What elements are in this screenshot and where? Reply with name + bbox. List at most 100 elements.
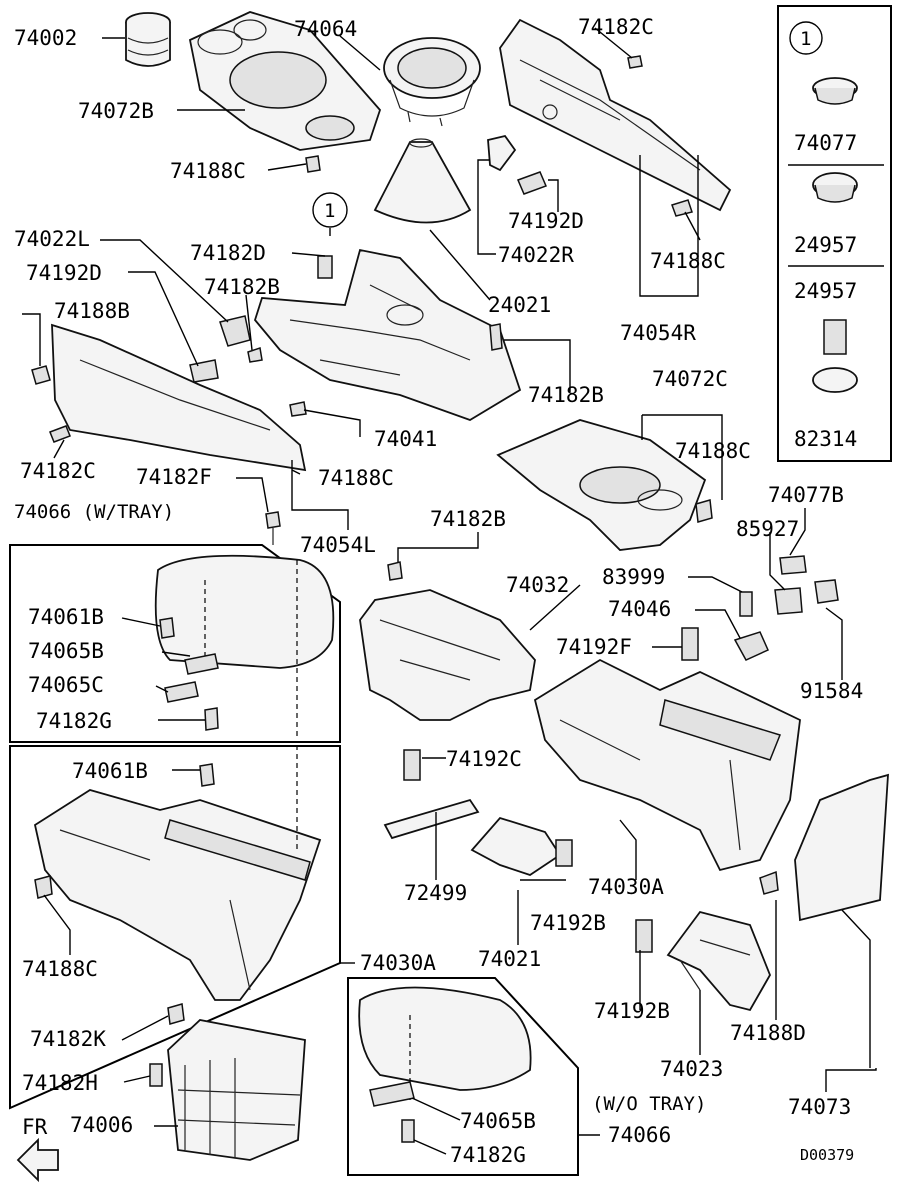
screw-74182k [167,1003,185,1025]
rear-panel-74073 [794,773,889,922]
bracket-74021 [470,816,562,876]
lens-74077b [779,555,807,575]
label-74072b: 74072B [78,99,154,123]
front-arrow-icon [16,1137,59,1183]
rear-cup-panel [496,419,707,551]
label-74182b-b: 74182B [528,383,604,407]
label-74032: 74032 [506,573,569,597]
bracket-74022r [487,134,517,172]
console-body-right [533,658,801,872]
bolt-74192f [681,627,699,661]
bolt-74182d [317,255,333,279]
label-74192b-a: 74192B [530,911,606,935]
rail-72499 [383,798,480,840]
label-74188d: 74188D [730,1021,806,1045]
clip-74188d [759,870,779,895]
center-bracket [253,248,522,421]
label-74073: 74073 [788,1095,851,1119]
label-83999: 83999 [602,565,665,589]
label-74006: 74006 [70,1113,133,1137]
label-74182b-c: 74182B [430,507,506,531]
box-console-left [9,745,341,1110]
label-74182k: 74182K [30,1027,106,1051]
label-74182g-a: 74182G [36,709,112,733]
lamp-83999 [739,591,753,617]
label-74188c-c: 74188C [675,439,751,463]
label-74188c-a: 74188C [170,159,246,183]
bolt-74192b-a [555,839,573,867]
shift-ring [383,37,481,127]
label-74065c: 74065C [28,673,104,697]
label-74054r: 74054R [620,321,696,345]
screw-74182h [149,1063,163,1087]
inset-marker-text: 1 [800,28,811,50]
label-74192b-b: 74192B [594,999,670,1023]
label-74182c-left: 74182C [20,459,96,483]
label-74065b-a: 74065B [28,639,104,663]
bolt-74192b-b [635,919,653,953]
box-with-tray [9,544,341,743]
label-74054l: 74054L [300,533,376,557]
label-74061b-a: 74061B [28,605,104,629]
marker-item-1: 1 [312,192,348,228]
label-74064: 74064 [294,17,357,41]
label-74002: 74002 [14,26,77,50]
clip-74188c-c [695,499,713,523]
diagram-code: D00379 [800,1146,854,1164]
label-74192f: 74192F [556,635,632,659]
inset-item-24957-a: 24957 [794,233,857,257]
label-74188c-d: 74188C [318,466,394,490]
label-74030a-right: 74030A [588,875,664,899]
label-91584: 91584 [800,679,863,703]
left-side-panel [51,315,307,472]
bolt-74192d-right [516,171,548,195]
leader-lines [22,27,877,1155]
inset-box [777,5,892,462]
right-side-panel [499,18,732,212]
label-74041: 74041 [374,427,437,451]
label-74188c-e: 74188C [22,957,98,981]
screw-74182f [265,511,281,545]
label-74188b: 74188B [54,299,130,323]
label-74022l: 74022L [14,227,90,251]
label-74182h: 74182H [22,1071,98,1095]
bracket-74023 [666,910,771,1012]
label-74065b-b: 74065B [460,1109,536,1133]
label-74182b-a: 74182B [204,275,280,299]
label-74066-with-tray: 74066 (W/TRAY) [14,501,174,523]
label-74192d-right: 74192D [508,209,584,233]
clip-74188c-a [305,155,321,173]
label-74192c: 74192C [446,747,522,771]
label-front: FR [22,1115,48,1139]
bolt-74192c [403,749,421,781]
label-74182g-b: 74182G [450,1143,526,1167]
screw-74182c-left [49,425,71,443]
clip-74188c-d [289,401,307,417]
label-24021: 24021 [488,293,551,317]
label-74077b: 74077B [768,483,844,507]
switch-91584 [814,579,839,604]
cup-holder-insert [125,12,171,67]
label-74023: 74023 [660,1057,723,1081]
inset-item-74077: 74077 [794,131,857,155]
inset-item-82314: 82314 [794,427,857,451]
label-74072c: 74072C [652,367,728,391]
label-without-tray: (W/O TRAY) [592,1093,706,1115]
label-74182c-top: 74182C [578,15,654,39]
label-74046: 74046 [608,597,671,621]
label-74030a-left: 74030A [360,951,436,975]
switch-85927 [774,587,803,615]
bolt-74182c-top [627,55,643,69]
bracket-74032 [359,589,536,721]
label-74188c-right: 74188C [650,249,726,273]
screw-74182b-center [489,323,503,351]
clip-74188c-right [671,199,693,217]
label-74022r: 74022R [498,243,574,267]
inset-item-24957-b: 24957 [794,279,857,303]
front-cup-panel [188,11,382,151]
label-85927: 85927 [736,517,799,541]
socket-74046 [733,631,769,661]
label-74182f: 74182F [136,465,212,489]
label-74182d: 74182D [190,241,266,265]
